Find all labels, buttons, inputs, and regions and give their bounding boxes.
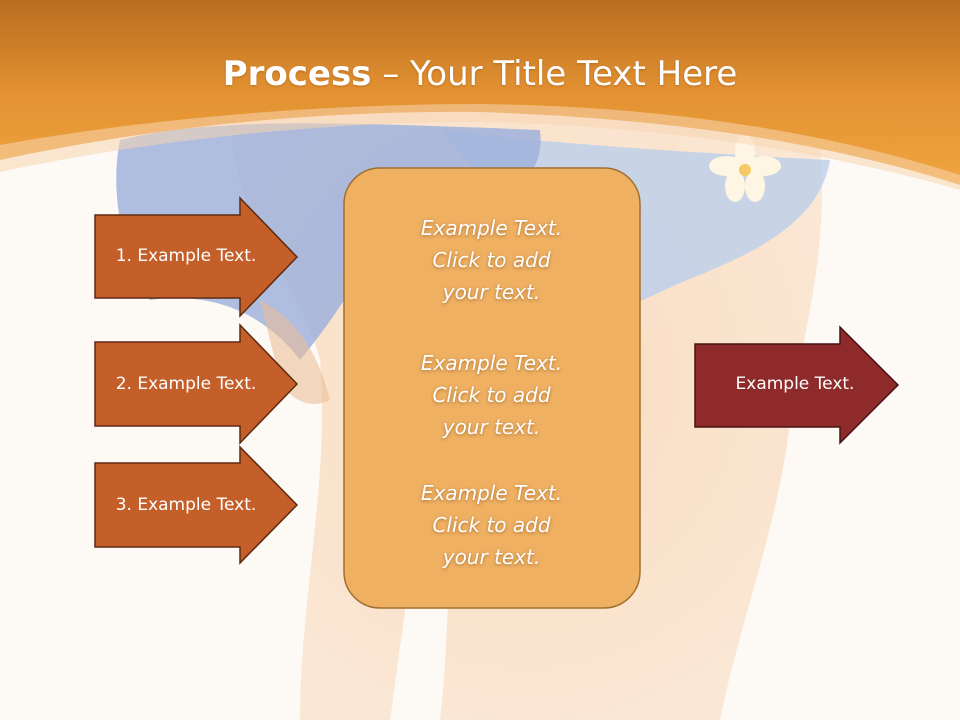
center-item-2[interactable]: Example Text. Click to add your text.: [345, 347, 638, 443]
center-item-1-line-1: Example Text.: [420, 216, 563, 240]
header-highlight: [0, 104, 960, 190]
result-label[interactable]: Example Text.: [735, 374, 855, 394]
result-arrow: [694, 325, 900, 445]
step-1-label[interactable]: 1. Example Text.: [115, 246, 257, 266]
center-item-3-line-3: your text.: [442, 545, 541, 569]
title-rest: – Your Title Text Here: [371, 54, 738, 94]
center-item-1-line-3: your text.: [442, 280, 541, 304]
center-item-3-line-2: Click to add: [432, 513, 551, 537]
center-item-3-line-1: Example Text.: [420, 481, 563, 505]
center-item-2-line-3: your text.: [442, 415, 541, 439]
center-item-2-line-2: Click to add: [432, 383, 551, 407]
center-item-2-line-1: Example Text.: [420, 351, 563, 375]
step-3-label[interactable]: 3. Example Text.: [115, 495, 257, 515]
step-arrow-3: [94, 445, 299, 565]
step-arrow-1: [94, 196, 299, 318]
header-band: [0, 0, 960, 185]
title-bold: Process: [222, 54, 372, 94]
step-2-label[interactable]: 2. Example Text.: [115, 374, 257, 394]
center-box: [343, 167, 641, 609]
center-item-3[interactable]: Example Text. Click to add your text.: [345, 477, 638, 573]
center-item-1-line-2: Click to add: [432, 248, 551, 272]
center-item-1[interactable]: Example Text. Click to add your text.: [345, 212, 638, 308]
step-arrow-2: [94, 323, 299, 445]
slide-title[interactable]: Process – Your Title Text Here: [0, 52, 960, 96]
